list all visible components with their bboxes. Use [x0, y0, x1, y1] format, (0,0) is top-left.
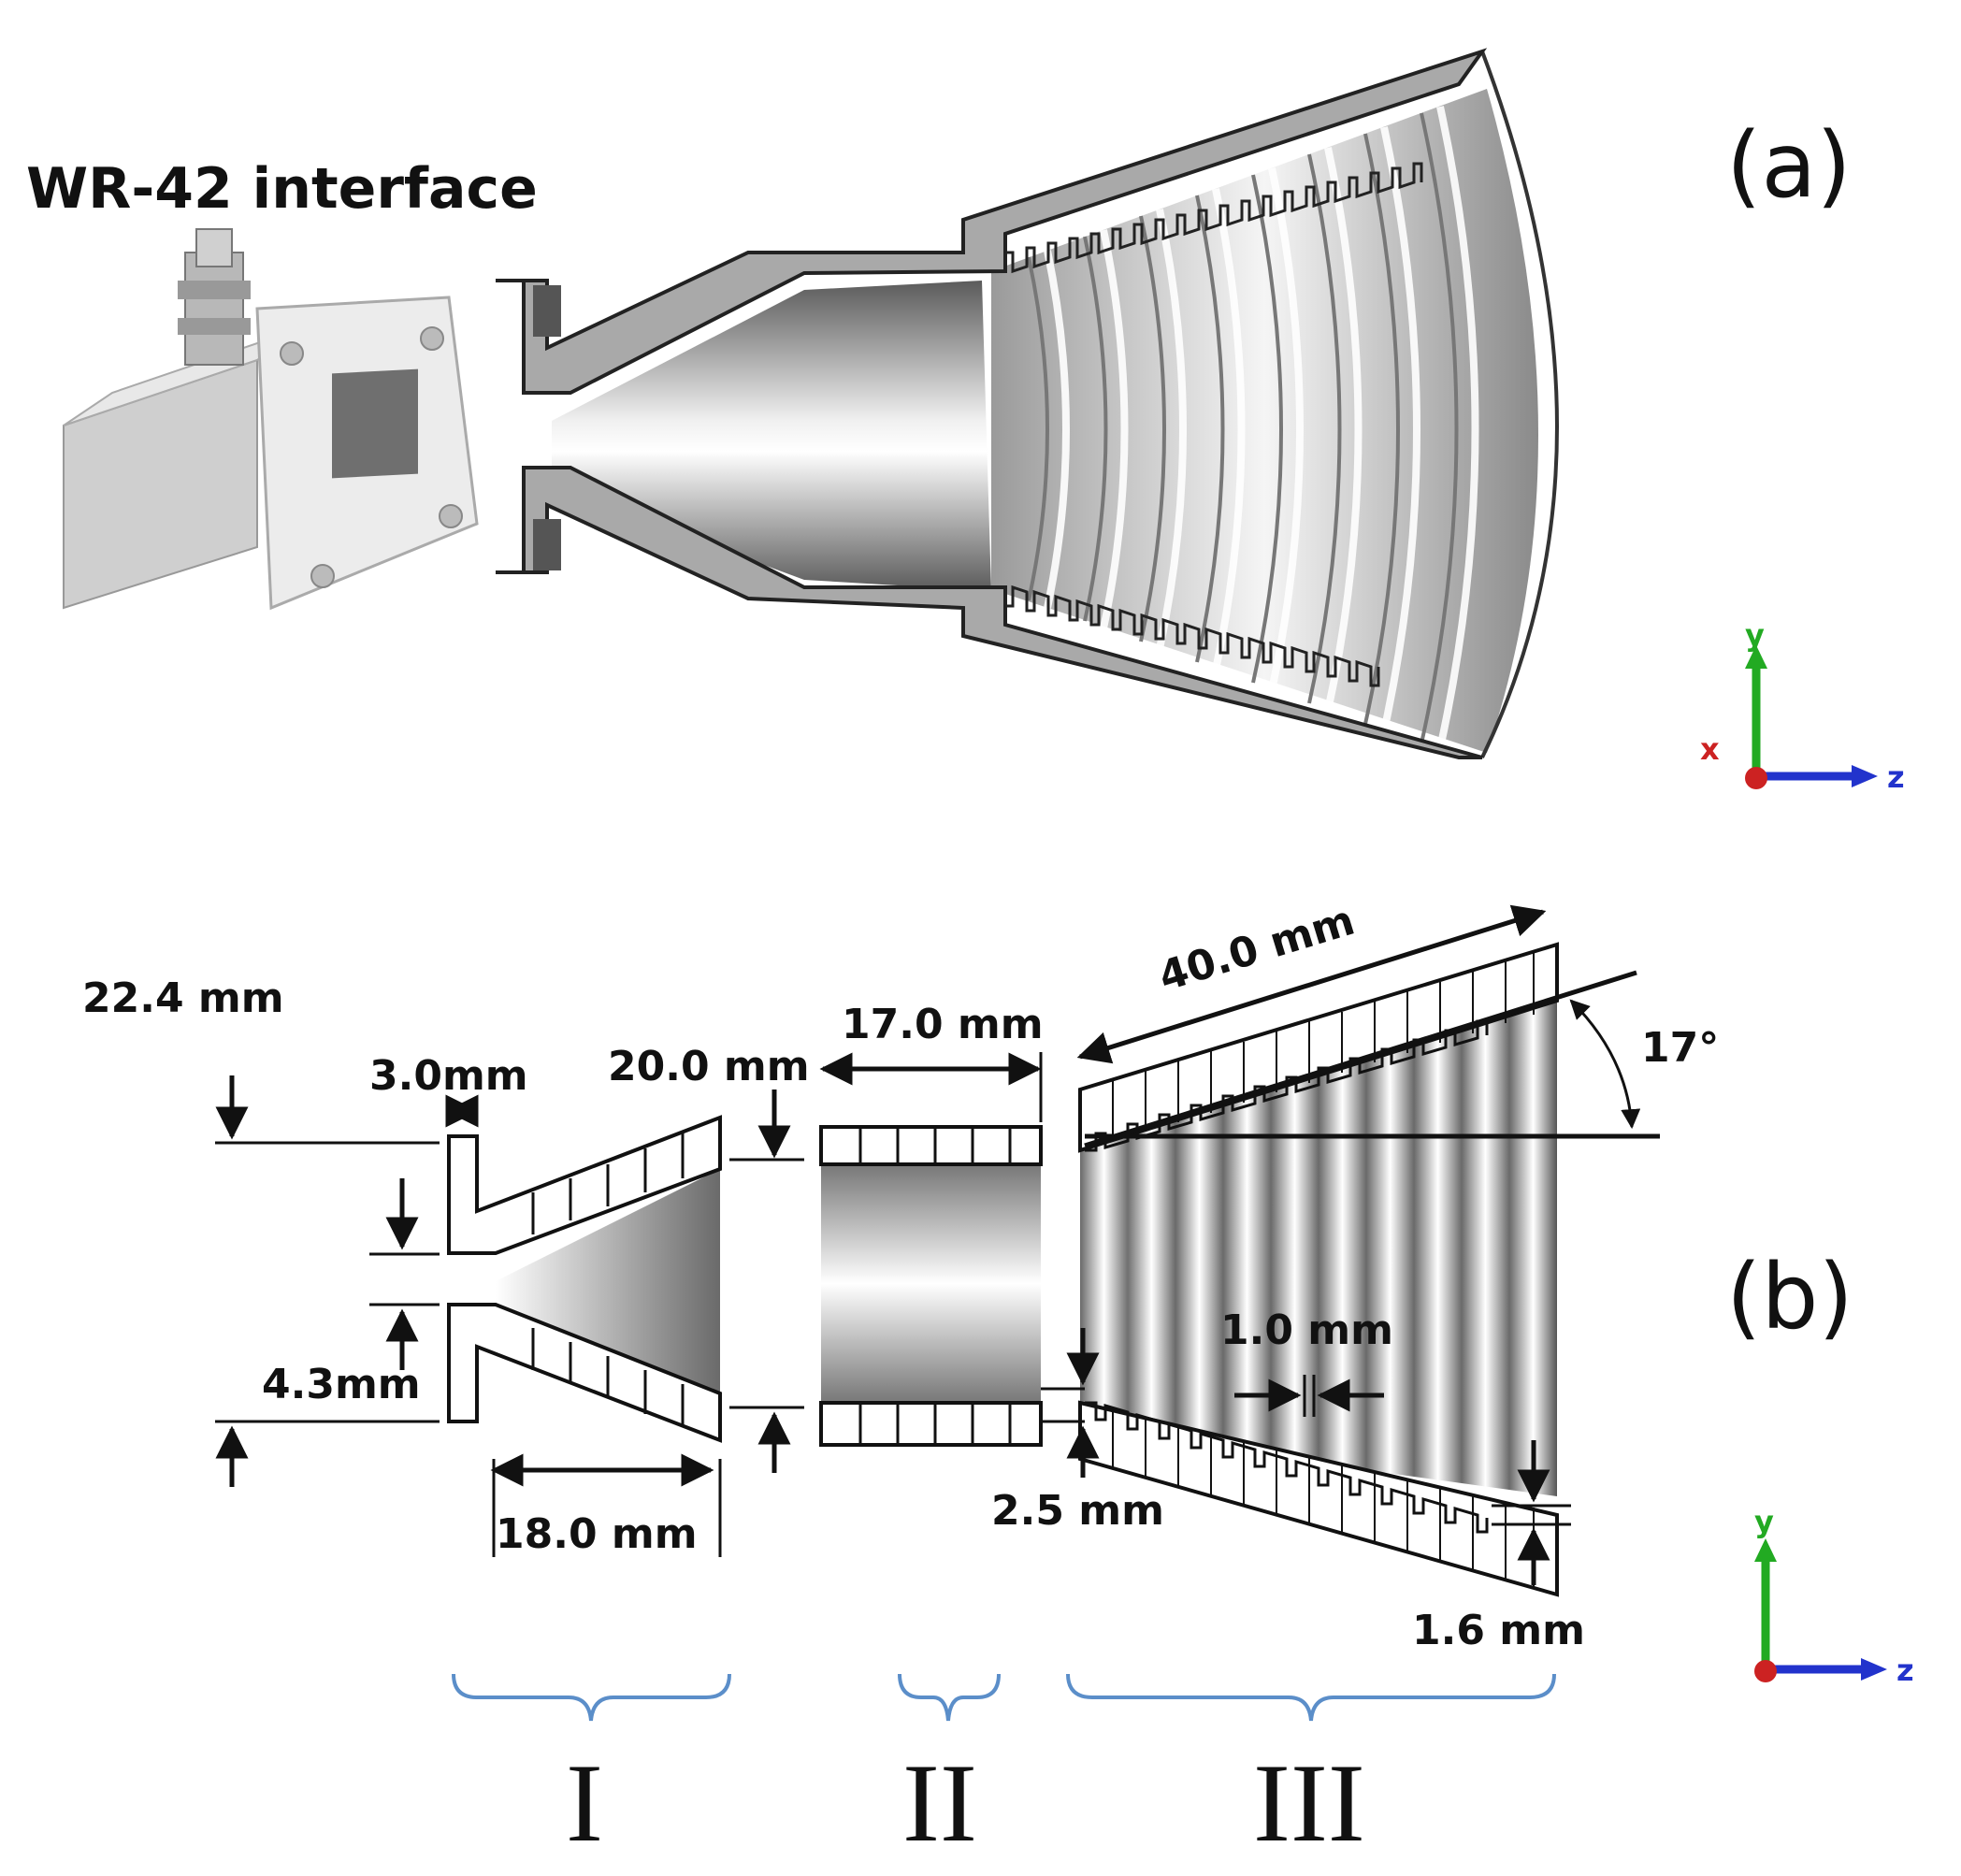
axis-x-label-a: x: [1700, 731, 1720, 767]
panel-b-tag: (b): [1726, 1245, 1853, 1349]
section-ii-drawing: [819, 1125, 1043, 1447]
axis-triad-a: y z x: [1700, 617, 1905, 795]
dim-4-3: 4.3mm: [262, 1361, 421, 1408]
section-braces: [452, 1673, 1556, 1722]
interface-label: WR-42 interface: [26, 156, 538, 222]
axis-y-label-b: y: [1754, 1504, 1774, 1539]
dim-22-4: 22.4 mm: [82, 974, 284, 1022]
section-label-ii: II: [902, 1740, 977, 1865]
section-iii-drawing: [1078, 942, 1660, 1597]
axis-triad-b: y z: [1754, 1504, 1914, 1688]
dim-angle-17: 17°: [1641, 1024, 1719, 1072]
dim-2-5: 2.5 mm: [991, 1487, 1164, 1535]
axis-z-label-b: z: [1896, 1652, 1914, 1688]
axis-y-label-a: y: [1745, 617, 1765, 653]
section-label-iii: III: [1253, 1740, 1365, 1865]
bottom-teeth: [1003, 584, 1380, 687]
dimension-lines: [215, 1052, 1571, 1557]
horn-cutaway: [496, 48, 1559, 759]
dim-3-0: 3.0mm: [369, 1052, 528, 1100]
dim-17-0: 17.0 mm: [842, 1001, 1044, 1048]
section-label-i: I: [566, 1740, 603, 1865]
dim-1-0: 1.0 mm: [1220, 1306, 1393, 1354]
section-i-drawing: [447, 1115, 722, 1443]
panel-b: (b): [82, 897, 1914, 1865]
dim-40-0: 40.0 mm: [1153, 897, 1360, 1002]
panel-a-tag: (a): [1726, 113, 1852, 218]
wr42-adapter-image: [63, 228, 479, 611]
panel-a: WR-42 interface (a): [26, 48, 1905, 795]
axis-z-label-a: z: [1887, 759, 1905, 795]
dim-18-0: 18.0 mm: [496, 1510, 698, 1558]
top-teeth: [1003, 162, 1423, 274]
dim-1-6: 1.6 mm: [1412, 1607, 1585, 1654]
dim-20-0: 20.0 mm: [608, 1043, 810, 1090]
